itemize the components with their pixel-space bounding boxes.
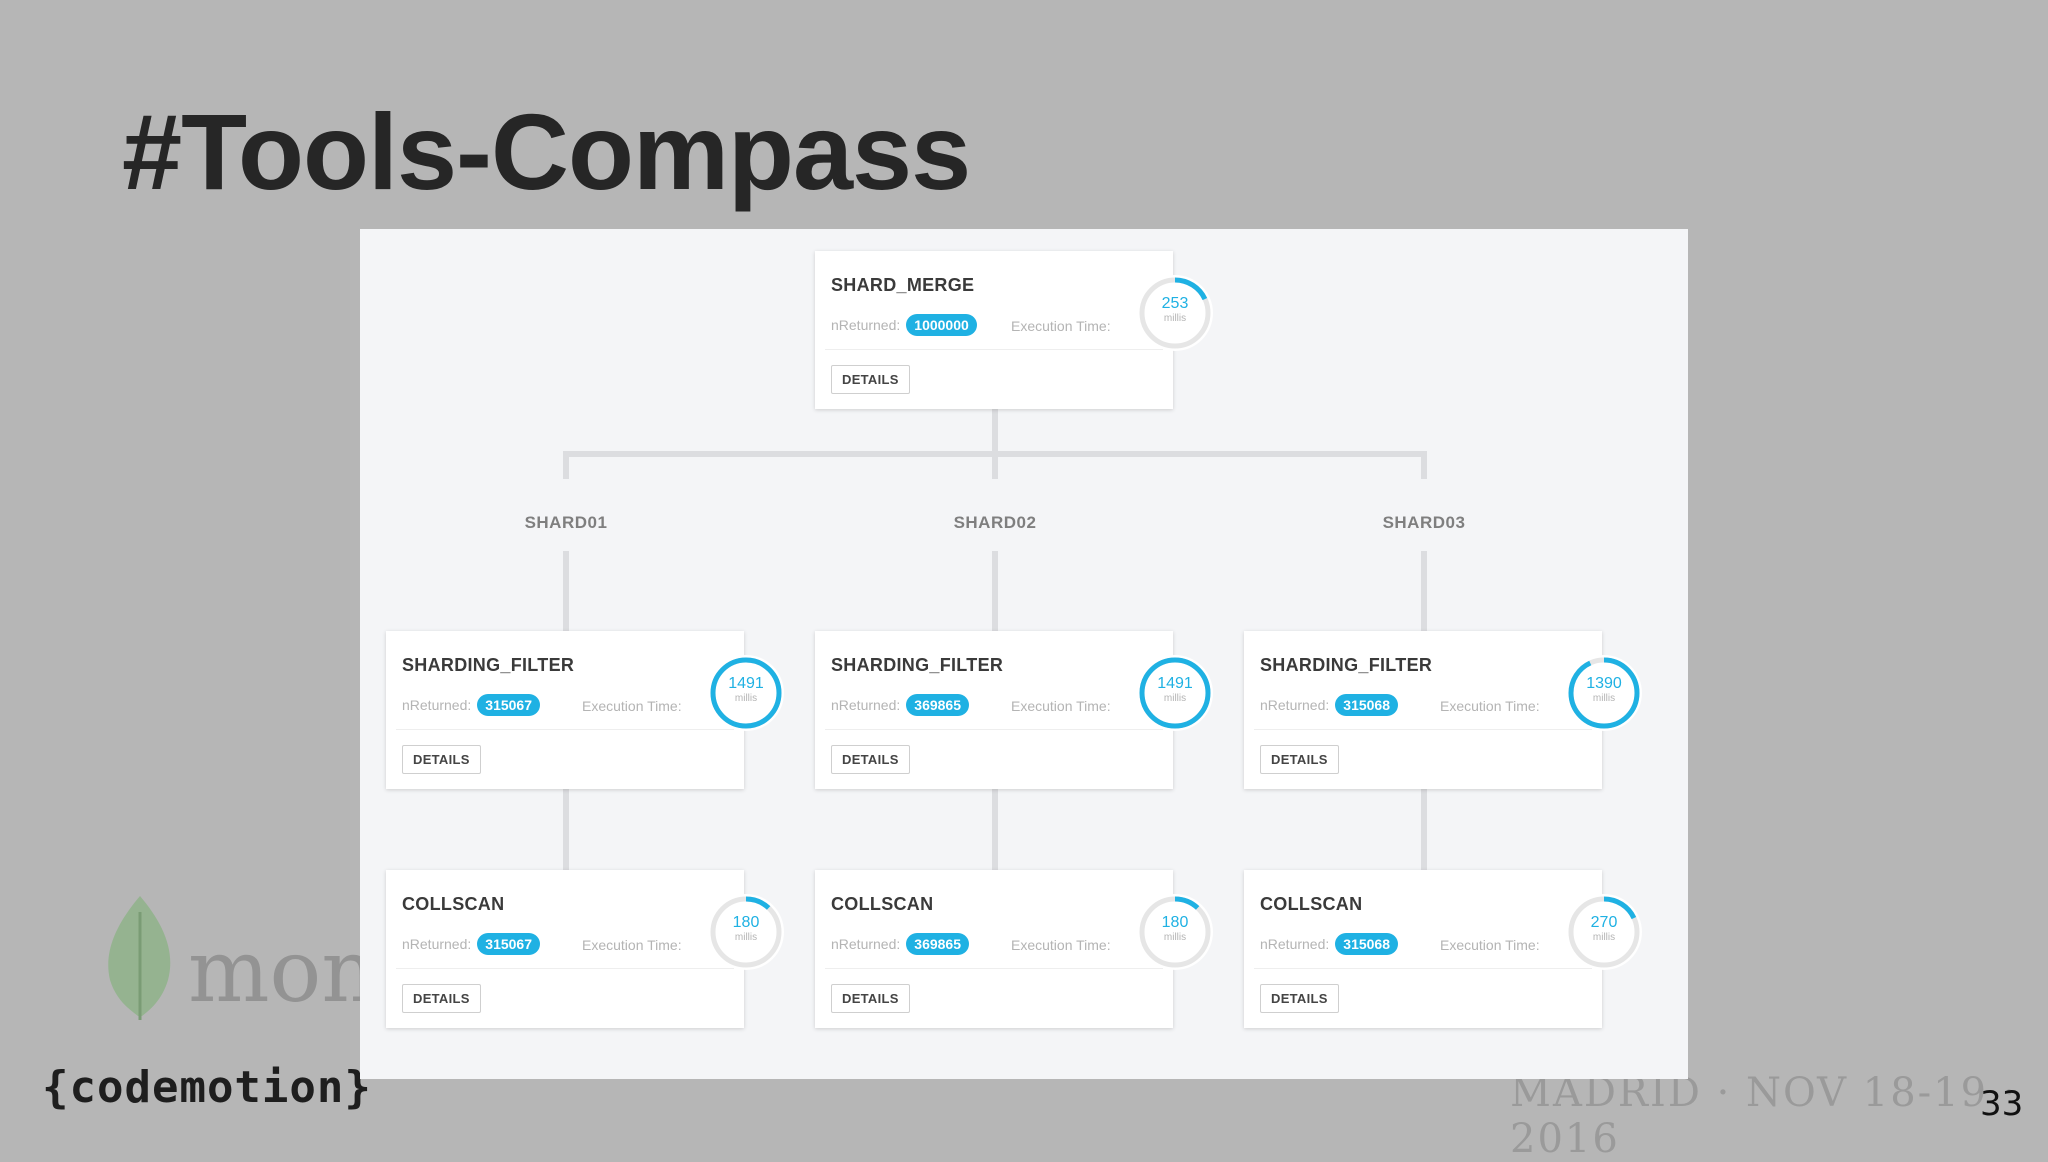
exec-time-label: Execution Time:	[582, 698, 682, 714]
execution-time-unit: millis	[1592, 932, 1616, 943]
mongodb-leaf-icon	[108, 896, 171, 1020]
tree-connector	[1421, 787, 1427, 871]
details-button[interactable]: DETAILS	[831, 984, 910, 1013]
card-divider	[396, 729, 734, 730]
tree-connector	[992, 409, 998, 454]
details-button[interactable]: DETAILS	[1260, 745, 1339, 774]
returned-label: nReturned:	[1260, 697, 1330, 713]
exec-time-label: Execution Time:	[1011, 698, 1111, 714]
card-divider	[825, 729, 1163, 730]
details-button[interactable]: DETAILS	[402, 745, 481, 774]
compass-explain-plan-screenshot: SHARD01 SHARD02 SHARD03 SHARD_MERGE nRet…	[360, 229, 1688, 1079]
execution-time-value: 1491	[728, 675, 764, 692]
execution-time-unit: millis	[734, 693, 758, 704]
execution-time-value: 270	[1590, 914, 1618, 931]
tree-connector	[992, 451, 998, 479]
stage-name: SHARD_MERGE	[831, 275, 975, 295]
shard-label-2: SHARD02	[953, 513, 1037, 532]
mongodb-logo: mon	[100, 892, 380, 1032]
stage-card-sharding-filter-1: SHARDING_FILTER nReturned: 315067 Executi…	[386, 631, 784, 789]
returned-label: nReturned:	[402, 697, 472, 713]
execution-time-value: 1390	[1586, 675, 1622, 692]
returned-badge: 315067	[477, 694, 540, 716]
returned-label: nReturned:	[831, 697, 901, 713]
stage-card-collscan-3: COLLSCAN nReturned: 315068 Execution Time…	[1244, 870, 1642, 1028]
tree-connector	[992, 551, 998, 633]
stage-name: SHARDING_FILTER	[402, 655, 575, 675]
details-button[interactable]: DETAILS	[831, 365, 910, 394]
shard-label-3: SHARD03	[1382, 513, 1466, 532]
returned-metric: nReturned: 315068	[1260, 933, 1398, 955]
details-button[interactable]: DETAILS	[402, 984, 481, 1013]
returned-metric: nReturned: 369865	[831, 933, 969, 955]
page-number: 33	[1980, 1084, 2024, 1124]
returned-badge: 369865	[906, 694, 969, 716]
execution-time-gauge: 1390 millis	[1566, 655, 1642, 731]
stage-card-collscan-1: COLLSCAN nReturned: 315067 Execution Time…	[386, 870, 784, 1028]
execution-time-value: 180	[1161, 914, 1189, 931]
returned-label: nReturned:	[1260, 936, 1330, 952]
execution-time-unit: millis	[1163, 932, 1187, 943]
tree-connector	[563, 787, 569, 871]
returned-metric: nReturned: 1000000	[831, 314, 977, 336]
shard-label-1: SHARD01	[524, 513, 608, 532]
execution-time-gauge: 1491 millis	[708, 655, 784, 731]
card-divider	[1254, 968, 1592, 969]
tree-connector	[1421, 451, 1427, 479]
execution-time-gauge: 1491 millis	[1137, 655, 1213, 731]
execution-time-gauge: 270 millis	[1566, 894, 1642, 970]
execution-time-gauge: 180 millis	[708, 894, 784, 970]
exec-time-label: Execution Time:	[1011, 937, 1111, 953]
execution-time-gauge: 253 millis	[1137, 275, 1213, 351]
tree-connector	[563, 551, 569, 633]
codemotion-logo: {codemotion}	[42, 1062, 372, 1113]
stage-card-sharding-filter-3: SHARDING_FILTER nReturned: 315068 Executi…	[1244, 631, 1642, 789]
card-divider	[825, 349, 1163, 350]
tree-connector	[563, 451, 569, 479]
returned-badge: 315068	[1335, 694, 1398, 716]
returned-badge: 315067	[477, 933, 540, 955]
exec-time-label: Execution Time:	[1011, 318, 1111, 334]
details-button[interactable]: DETAILS	[1260, 984, 1339, 1013]
returned-badge: 315068	[1335, 933, 1398, 955]
tree-connector	[1421, 551, 1427, 633]
exec-time-label: Execution Time:	[1440, 937, 1540, 953]
returned-badge: 1000000	[906, 314, 977, 336]
returned-label: nReturned:	[831, 936, 901, 952]
stage-card-shard-merge: SHARD_MERGE nReturned: 1000000 Execution …	[815, 251, 1213, 409]
stage-name: COLLSCAN	[1260, 894, 1363, 914]
returned-metric: nReturned: 315067	[402, 933, 540, 955]
slide-title: #Tools-Compass	[122, 91, 971, 212]
returned-metric: nReturned: 369865	[831, 694, 969, 716]
execution-time-unit: millis	[1592, 693, 1616, 704]
execution-time-unit: millis	[1163, 693, 1187, 704]
returned-metric: nReturned: 315068	[1260, 694, 1398, 716]
details-button[interactable]: DETAILS	[831, 745, 910, 774]
execution-time-value: 253	[1161, 295, 1189, 312]
card-divider	[825, 968, 1163, 969]
execution-time-gauge: 180 millis	[1137, 894, 1213, 970]
card-divider	[1254, 729, 1592, 730]
mongodb-wordmark: mon	[188, 922, 377, 1022]
execution-time-unit: millis	[1163, 313, 1187, 324]
returned-label: nReturned:	[831, 317, 901, 333]
event-info: MADRID · NOV 18-19 · 2016	[1510, 1070, 2018, 1162]
returned-badge: 369865	[906, 933, 969, 955]
execution-time-value: 1491	[1157, 675, 1193, 692]
execution-time-value: 180	[732, 914, 760, 931]
stage-card-sharding-filter-2: SHARDING_FILTER nReturned: 369865 Executi…	[815, 631, 1213, 789]
tree-connector	[992, 787, 998, 871]
card-divider	[396, 968, 734, 969]
stage-card-collscan-2: COLLSCAN nReturned: 369865 Execution Time…	[815, 870, 1213, 1028]
execution-time-unit: millis	[734, 932, 758, 943]
returned-metric: nReturned: 315067	[402, 694, 540, 716]
stage-name: SHARDING_FILTER	[1260, 655, 1433, 675]
returned-label: nReturned:	[402, 936, 472, 952]
stage-name: COLLSCAN	[402, 894, 505, 914]
stage-name: COLLSCAN	[831, 894, 934, 914]
exec-time-label: Execution Time:	[1440, 698, 1540, 714]
stage-name: SHARDING_FILTER	[831, 655, 1004, 675]
exec-time-label: Execution Time:	[582, 937, 682, 953]
